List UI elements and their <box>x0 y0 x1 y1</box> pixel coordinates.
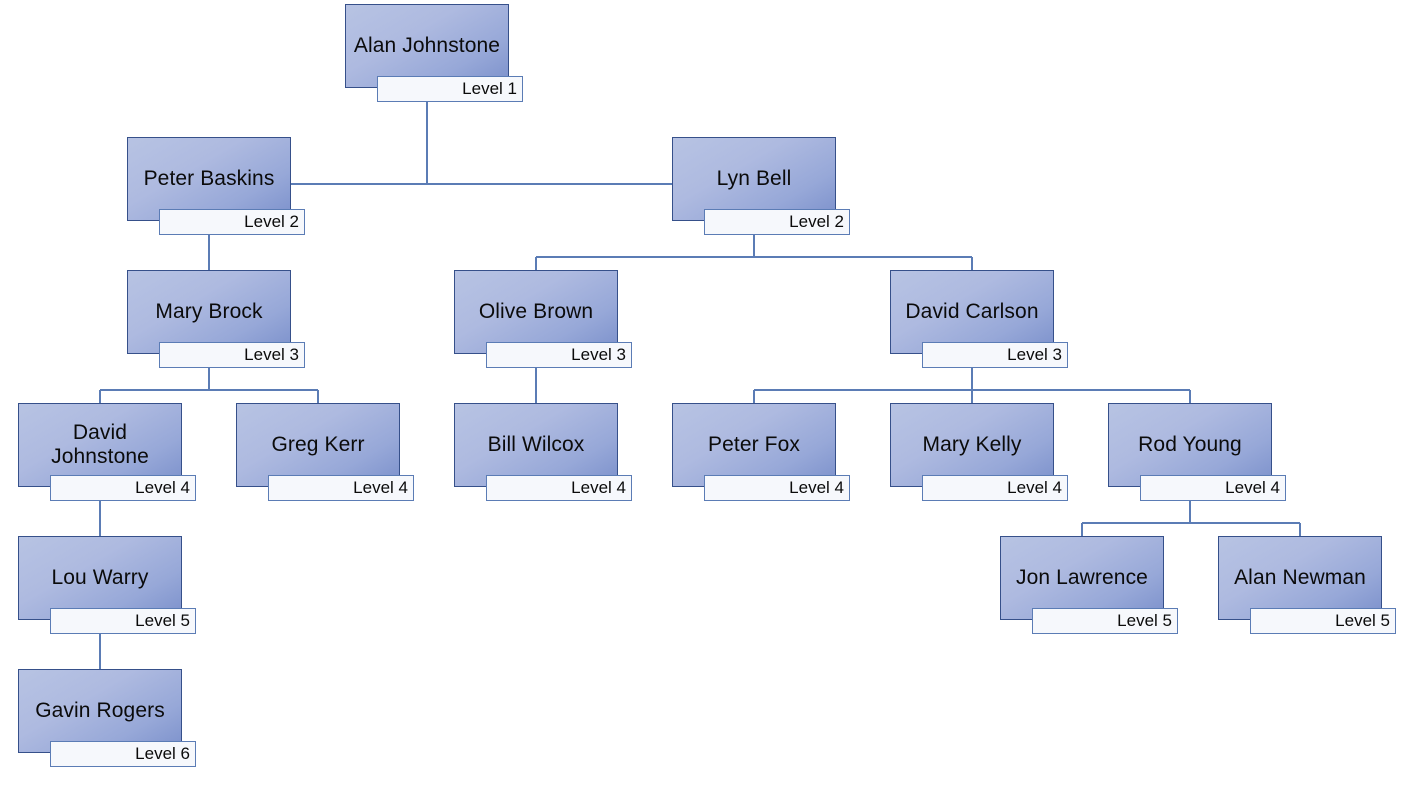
org-node-level-badge: Level 2 <box>159 209 305 235</box>
org-node-level-badge: Level 5 <box>1250 608 1396 634</box>
org-node-name: Alan Newman <box>1218 536 1382 620</box>
org-node-level-badge: Level 6 <box>50 741 196 767</box>
org-node-level-badge: Level 4 <box>50 475 196 501</box>
org-node-level-badge: Level 4 <box>1140 475 1286 501</box>
org-node-name: Bill Wilcox <box>454 403 618 487</box>
org-node-name: Rod Young <box>1108 403 1272 487</box>
org-node-level-badge: Level 3 <box>159 342 305 368</box>
org-node-level-badge: Level 1 <box>377 76 523 102</box>
org-node-name: Alan Johnstone <box>345 4 509 88</box>
org-node-level-badge: Level 4 <box>486 475 632 501</box>
org-node-level-badge: Level 5 <box>50 608 196 634</box>
org-node-name: Jon Lawrence <box>1000 536 1164 620</box>
org-node-name: Peter Baskins <box>127 137 291 221</box>
org-node-name: Olive Brown <box>454 270 618 354</box>
org-node-name: Mary Kelly <box>890 403 1054 487</box>
org-node-name: Peter Fox <box>672 403 836 487</box>
org-node-level-badge: Level 4 <box>704 475 850 501</box>
org-node-name: David Carlson <box>890 270 1054 354</box>
org-node-level-badge: Level 2 <box>704 209 850 235</box>
org-node-level-badge: Level 5 <box>1032 608 1178 634</box>
org-node-name: Greg Kerr <box>236 403 400 487</box>
org-node-level-badge: Level 4 <box>268 475 414 501</box>
org-node-name: David Johnstone <box>18 403 182 487</box>
org-node-name: Gavin Rogers <box>18 669 182 753</box>
org-node-level-badge: Level 3 <box>486 342 632 368</box>
org-node-level-badge: Level 4 <box>922 475 1068 501</box>
org-node-level-badge: Level 3 <box>922 342 1068 368</box>
